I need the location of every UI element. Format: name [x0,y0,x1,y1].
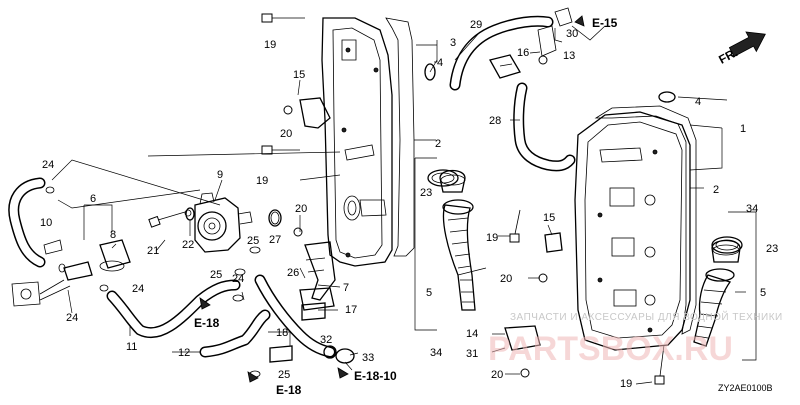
callout-17: 17 [345,304,357,316]
callout-27: 27 [269,234,281,246]
reference-e18: E-18 [276,383,302,397]
intake-elbow-left [439,169,476,311]
bracket-assembly [299,7,573,351]
callout-25: 25 [247,235,259,247]
callout-9: 9 [217,169,223,181]
callout-23: 23 [420,187,432,199]
callout-5: 5 [760,287,766,299]
callout-21: 21 [147,245,159,257]
reference-arrows [199,15,606,383]
diagram-code: ZY2AE0100B [718,383,773,393]
callout-20: 20 [295,203,307,215]
fuel-pump [194,192,253,253]
callout-8: 8 [110,229,116,241]
callout-15: 15 [543,212,555,224]
callout-11: 11 [126,341,137,353]
watermark-brand: PARTSBOX.RU [488,330,733,368]
callout-22: 22 [182,239,194,251]
callout-20: 20 [500,273,512,285]
callout-24: 24 [66,312,78,324]
callout-16: 16 [517,47,529,59]
callout-23: 23 [766,243,778,255]
callout-2: 2 [713,184,719,196]
callout-30: 30 [566,28,578,40]
callout-2: 2 [435,138,441,150]
callout-19: 19 [264,39,276,51]
callout-14: 14 [466,328,478,340]
callout-13: 13 [563,50,575,62]
callout-34: 34 [430,347,442,359]
callout-numbers: 1 2 2 3 4 4 5 5 6 7 8 9 10 11 12 13 14 1… [40,19,778,390]
gasket-right [594,105,697,335]
callout-25: 25 [278,369,290,381]
callout-4: 4 [437,57,443,69]
callout-4: 4 [695,96,701,108]
watermark: ЗАПЧАСТИ И АКСЕССУАРЫ ДЛЯ ВОДНОЙ ТЕХНИКИ… [488,310,783,368]
reference-e18: E-18 [194,316,220,330]
callout-32: 32 [320,334,332,346]
callout-20: 20 [280,128,292,140]
section-references: E-15 E-18 E-18 E-18-10 [194,16,618,397]
callout-31: 31 [466,348,478,360]
callout-7: 7 [343,282,349,294]
callout-24: 24 [232,273,244,285]
callout-24: 24 [132,283,144,295]
callout-3: 3 [450,37,456,49]
reference-e18-10: E-18-10 [354,369,397,383]
callout-29: 29 [470,19,482,31]
callout-20: 20 [491,369,503,381]
leader-lines [51,28,757,385]
callout-24: 24 [42,159,54,171]
callout-19: 19 [620,378,632,390]
callout-6: 6 [90,193,96,205]
intake-elbow-right [693,239,741,347]
washers [184,209,280,225]
front-direction-arrow: FR. [716,31,766,67]
hoses [8,15,576,358]
callout-19: 19 [256,175,268,187]
callout-34: 34 [746,203,758,215]
vapor-separator-cover-right [574,111,691,351]
callout-25: 25 [210,269,222,281]
callout-19: 19 [486,232,498,244]
callout-12: 12 [178,347,190,359]
reference-e15: E-15 [592,16,618,30]
watermark-text: ЗАПЧАСТИ И АКСЕССУАРЫ ДЛЯ ВОДНОЙ ТЕХНИКИ [510,310,783,323]
callout-15: 15 [293,69,305,81]
callout-10: 10 [40,217,52,229]
callout-26: 26 [287,267,299,279]
callout-28: 28 [489,115,501,127]
callout-18: 18 [276,327,288,339]
bolts [148,13,665,385]
gasket-left [385,17,415,257]
fuel-filter-assembly [11,239,131,307]
callout-33: 33 [362,352,374,364]
vapor-separator-cover-left [321,17,393,267]
callout-1: 1 [740,123,746,135]
callout-5: 5 [426,287,432,299]
